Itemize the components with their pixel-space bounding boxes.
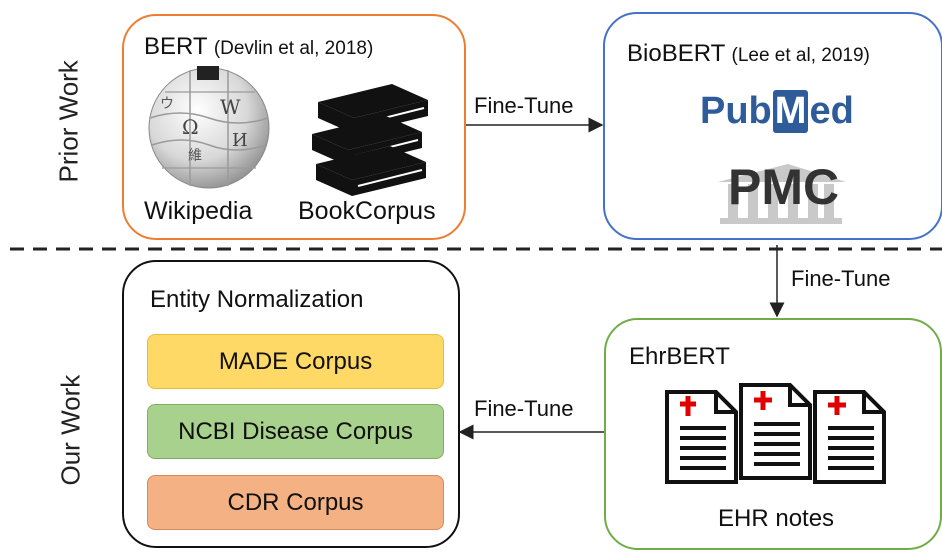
bookcorpus-label: BookCorpus: [298, 197, 436, 225]
ehr-notes-label: EHR notes: [718, 505, 835, 532]
ncbi-disease-corpus: NCBI Disease Corpus: [147, 404, 444, 459]
bert-citation: (Devlin et al, 2018): [213, 38, 374, 59]
pubmed-logo-m: M: [772, 90, 809, 133]
fine-tune-label-2: Fine-Tune: [791, 266, 891, 291]
pubmed-logo-ed: ed: [809, 90, 854, 132]
fine-tune-label-3: Fine-Tune: [474, 396, 574, 421]
wikipedia-label: Wikipedia: [144, 197, 253, 225]
biobert-name: BioBERT: [627, 40, 725, 67]
bert-name: BERT: [144, 33, 208, 60]
bert-title: BERT (Devlin et al, 2018): [144, 33, 373, 61]
fine-tune-label-1: Fine-Tune: [474, 93, 574, 118]
pmc-logo: PMC: [728, 159, 840, 215]
made-corpus: MADE Corpus: [147, 334, 444, 389]
pubmed-logo-pub: Pub: [700, 90, 772, 132]
pubmed-logo: PubMed: [700, 90, 854, 133]
cdr-corpus: CDR Corpus: [147, 475, 444, 530]
biobert-citation: (Lee et al, 2019): [731, 45, 870, 66]
entity-normalization-title: Entity Normalization: [150, 286, 364, 313]
biobert-title: BioBERT (Lee et al, 2019): [627, 40, 870, 68]
ehrbert-title: EhrBERT: [629, 343, 730, 370]
